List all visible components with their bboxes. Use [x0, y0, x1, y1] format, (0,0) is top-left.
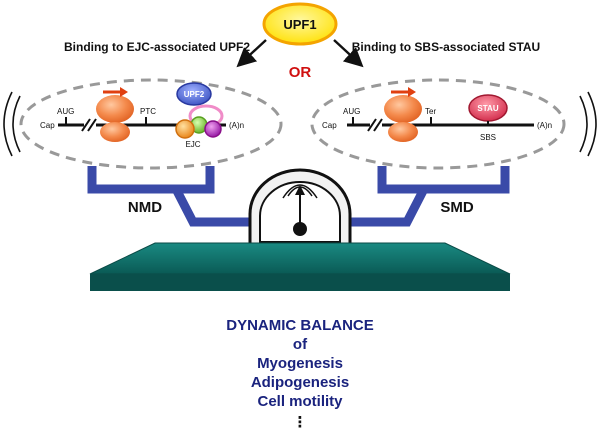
- right-ter-label: Ter: [425, 107, 436, 116]
- stau-node: STAU: [468, 94, 508, 122]
- right-break-mark-1: [367, 118, 377, 132]
- right-break-mark-2: [373, 118, 383, 132]
- smd-label: SMD: [440, 199, 474, 216]
- right-translation-arrowhead: [408, 87, 416, 97]
- scale-base: [89, 242, 511, 291]
- upf1-node: UPF1: [262, 2, 338, 46]
- right-path-heading: Binding to SBS-associated STAU: [352, 40, 540, 54]
- left-branch-arrow: [236, 39, 267, 68]
- balance-item: Myogenesis: [257, 355, 343, 372]
- left-mrna-panel: Cap AUG PTC (A)n UPF2 EJC: [19, 78, 283, 170]
- upf1-label: UPF1: [283, 17, 316, 32]
- balance-gauge: [248, 168, 352, 252]
- upf2-label: UPF2: [184, 90, 205, 99]
- right-cap-label: Cap: [322, 121, 337, 130]
- nmd-label: NMD: [128, 199, 162, 216]
- left-break-mark-1: [81, 118, 91, 132]
- left-scale-pan: [87, 166, 215, 194]
- upf2-node: UPF2: [176, 82, 212, 106]
- balance-scale: [87, 166, 511, 291]
- right-scale-pan: [377, 166, 510, 194]
- left-translation-arrowhead: [120, 87, 128, 97]
- left-dashed-outline: [19, 78, 283, 170]
- balance-ellipsis: ⋮: [293, 414, 308, 431]
- left-break-mark-2: [87, 118, 97, 132]
- sbs-label: SBS: [480, 133, 496, 142]
- right-dashed-outline: [310, 78, 566, 170]
- left-vibration-marks: [3, 91, 21, 157]
- right-branch-arrow: [333, 39, 364, 68]
- left-path-heading: Binding to EJC-associated UPF2: [64, 40, 250, 54]
- right-mrna-panel: Cap AUG Ter (A)n STAU SBS: [310, 78, 566, 170]
- left-cap-label: Cap: [40, 121, 55, 130]
- ejc-label: EJC: [185, 140, 200, 149]
- stau-label: STAU: [477, 104, 498, 113]
- gauge-needle-tip: [295, 185, 305, 195]
- right-ribosome: [384, 95, 422, 142]
- balance-heading: DYNAMIC BALANCE: [226, 317, 374, 334]
- right-aug-label: AUG: [343, 107, 360, 116]
- balance-item: Adipogenesis: [251, 374, 349, 391]
- right-vibration-marks: [579, 91, 597, 157]
- left-ptc-label: PTC: [140, 107, 156, 116]
- balance-item: Cell motility: [257, 393, 343, 410]
- ejc-complex: [175, 104, 224, 139]
- left-aug-label: AUG: [57, 107, 74, 116]
- balance-joiner: of: [293, 336, 308, 353]
- gauge-pivot: [293, 222, 307, 236]
- left-ribosome: [96, 95, 134, 142]
- right-polya-label: (A)n: [537, 121, 552, 130]
- or-label: OR: [289, 64, 312, 81]
- left-polya-label: (A)n: [229, 121, 244, 130]
